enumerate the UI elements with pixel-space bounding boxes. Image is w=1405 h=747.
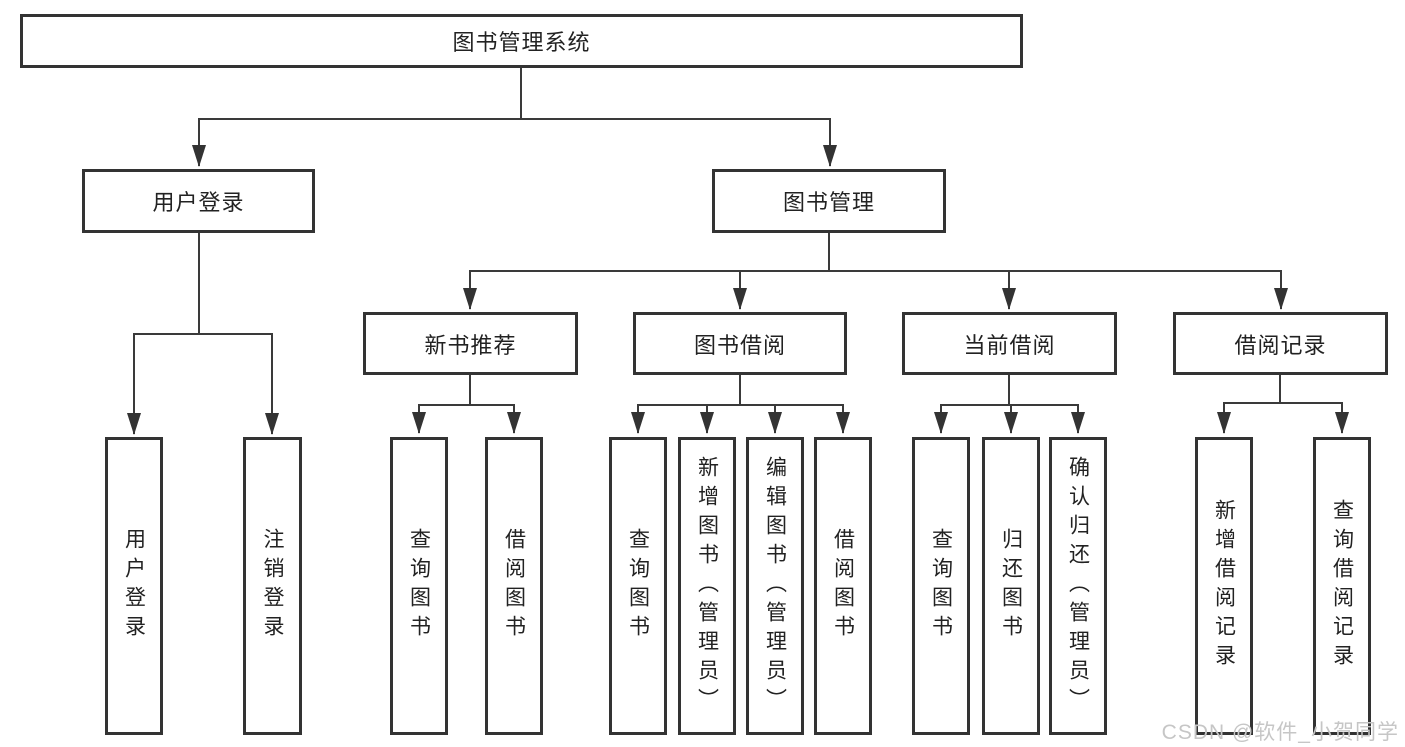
leaf-logout: 注销登录 — [243, 437, 302, 735]
node-book-management: 图书管理 — [712, 169, 946, 233]
connector-borrow-records-branch — [1217, 375, 1349, 434]
connector-new-book-recommend-branch — [412, 375, 521, 434]
connector-current-borrow-branch — [934, 375, 1085, 434]
connector-user-login-branch — [127, 233, 279, 435]
leaf-confirm-return-admin: 确认归还（管理员） — [1049, 437, 1107, 735]
leaf-edit-book-admin: 编辑图书（管理员） — [746, 437, 804, 735]
node-root-system: 图书管理系统 — [20, 14, 1023, 68]
connector-root-to-level2 — [192, 68, 837, 167]
node-borrow-records: 借阅记录 — [1173, 312, 1388, 375]
node-user-login: 用户登录 — [82, 169, 315, 233]
leaf-user-login: 用户登录 — [105, 437, 163, 735]
leaf-add-book-admin: 新增图书（管理员） — [678, 437, 736, 735]
node-current-borrow: 当前借阅 — [902, 312, 1117, 375]
leaf-recommend-query-books: 查询图书 — [390, 437, 448, 735]
connector-book-borrow-branch — [631, 375, 850, 434]
leaf-recommend-borrow-books: 借阅图书 — [485, 437, 543, 735]
leaf-borrow-books: 借阅图书 — [814, 437, 872, 735]
node-new-book-recommend: 新书推荐 — [363, 312, 578, 375]
leaf-borrow-query-books: 查询图书 — [609, 437, 667, 735]
leaf-current-query-books: 查询图书 — [912, 437, 970, 735]
connector-book-management-branch — [463, 233, 1288, 310]
leaf-add-borrow-record: 新增借阅记录 — [1195, 437, 1253, 735]
leaf-return-books: 归还图书 — [982, 437, 1040, 735]
node-book-borrow: 图书借阅 — [633, 312, 847, 375]
leaf-query-borrow-record: 查询借阅记录 — [1313, 437, 1371, 735]
